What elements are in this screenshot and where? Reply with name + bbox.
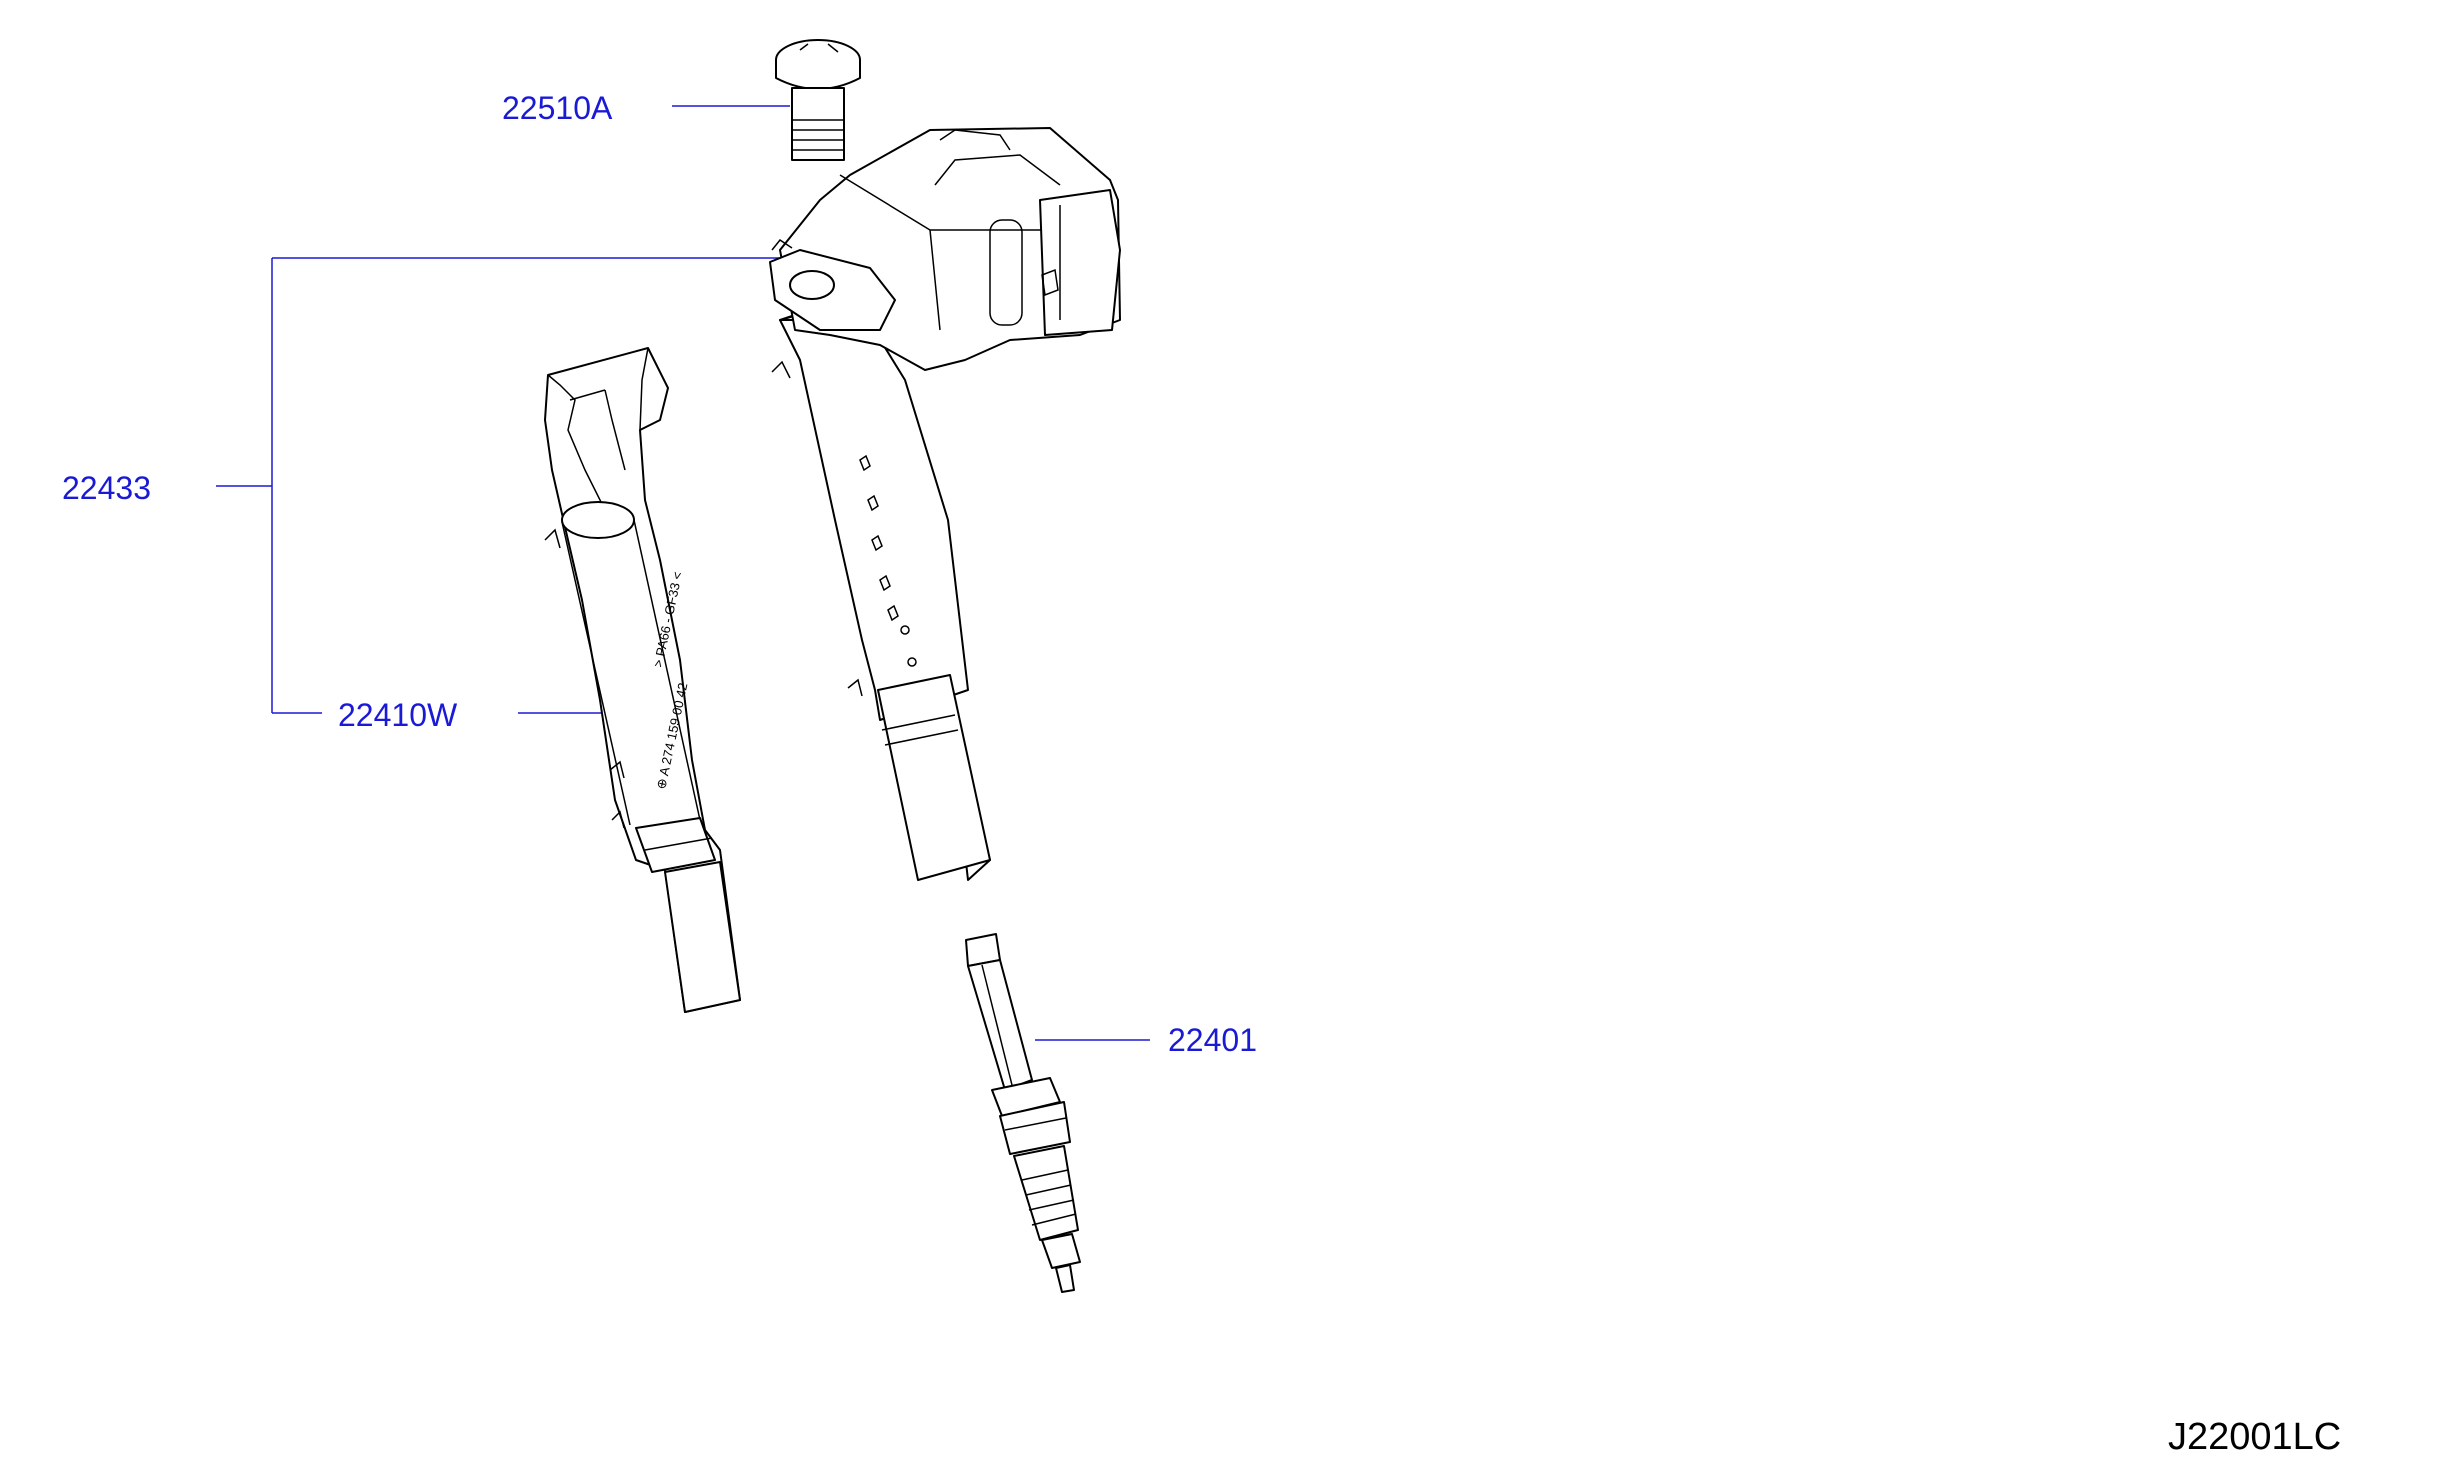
spark-plug-part	[965, 933, 1081, 1293]
leader-lines	[216, 105, 1150, 1041]
bolt-part	[775, 39, 861, 161]
callout-bolt[interactable]: 22510A	[502, 90, 613, 126]
boot-part: ⊕ A 274 159 00 42 > PA66 - GF33 <	[544, 347, 741, 1013]
diagram-code: J22001LC	[2168, 1416, 2342, 1458]
callout-coil-assembly[interactable]: 22433	[62, 470, 151, 506]
callout-boot[interactable]: 22410W	[338, 697, 458, 733]
ignition-coil-part	[769, 127, 1121, 881]
callout-spark-plug[interactable]: 22401	[1168, 1022, 1257, 1058]
